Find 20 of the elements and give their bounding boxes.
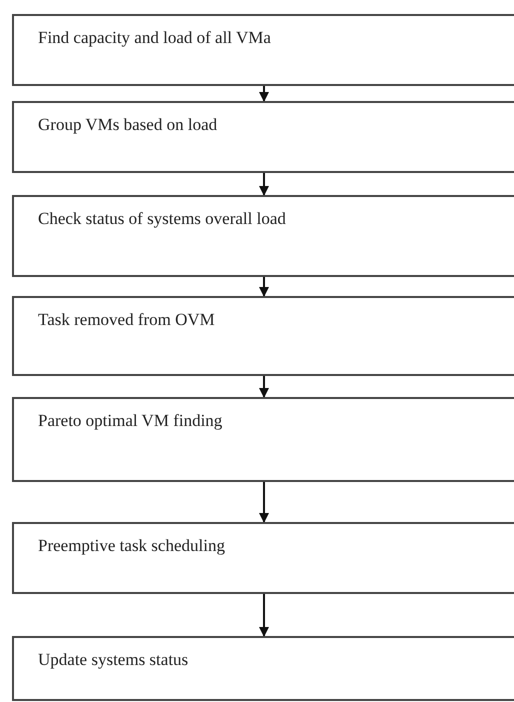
step-text: Check status of systems overall load bbox=[38, 209, 287, 229]
step-text: Find capacity and load of all VMa bbox=[38, 28, 272, 48]
step-text: Group VMs based on load bbox=[38, 115, 218, 135]
process-box bbox=[12, 195, 514, 277]
process-box bbox=[12, 397, 514, 482]
arrow bbox=[259, 173, 269, 196]
process-box bbox=[12, 636, 514, 701]
arrow bbox=[259, 86, 269, 102]
step-text: Pareto optimal VM finding bbox=[38, 411, 224, 431]
step-text: Preemptive task scheduling bbox=[38, 536, 226, 556]
arrow bbox=[259, 594, 269, 637]
process-box bbox=[12, 522, 514, 594]
process-box bbox=[12, 101, 514, 173]
process-box bbox=[12, 14, 514, 86]
arrow bbox=[259, 482, 269, 523]
arrow bbox=[259, 277, 269, 297]
step-text: Update systems status bbox=[38, 650, 190, 670]
arrow bbox=[259, 376, 269, 398]
process-box bbox=[12, 296, 514, 376]
step-text: Task removed from OVM bbox=[38, 310, 216, 330]
